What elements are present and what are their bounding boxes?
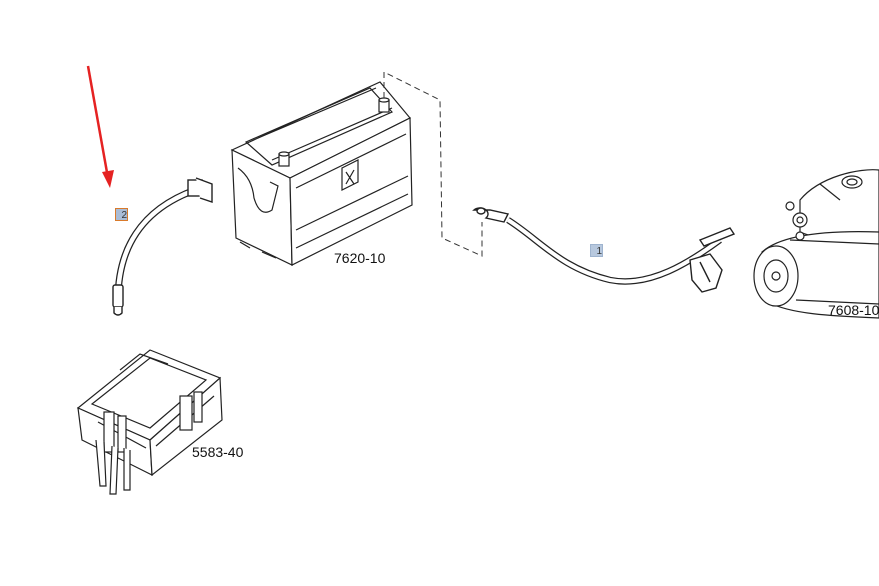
- starter-motor[interactable]: [753, 169, 879, 319]
- callout-positive-cable[interactable]: 1: [590, 244, 603, 257]
- callout-ground-cable[interactable]: 2: [115, 208, 128, 221]
- annotation-arrow: [86, 65, 114, 188]
- starter-part-number: 7608-10: [828, 302, 879, 318]
- battery[interactable]: [230, 81, 413, 266]
- terminal-leader-line: [383, 71, 483, 257]
- fuse-box-part-number: 5583-40: [192, 444, 244, 460]
- battery-part-number: 7620-10: [334, 250, 386, 266]
- fuse-box[interactable]: [76, 349, 223, 495]
- positive-cable[interactable]: [472, 207, 736, 293]
- ground-cable[interactable]: [112, 177, 213, 316]
